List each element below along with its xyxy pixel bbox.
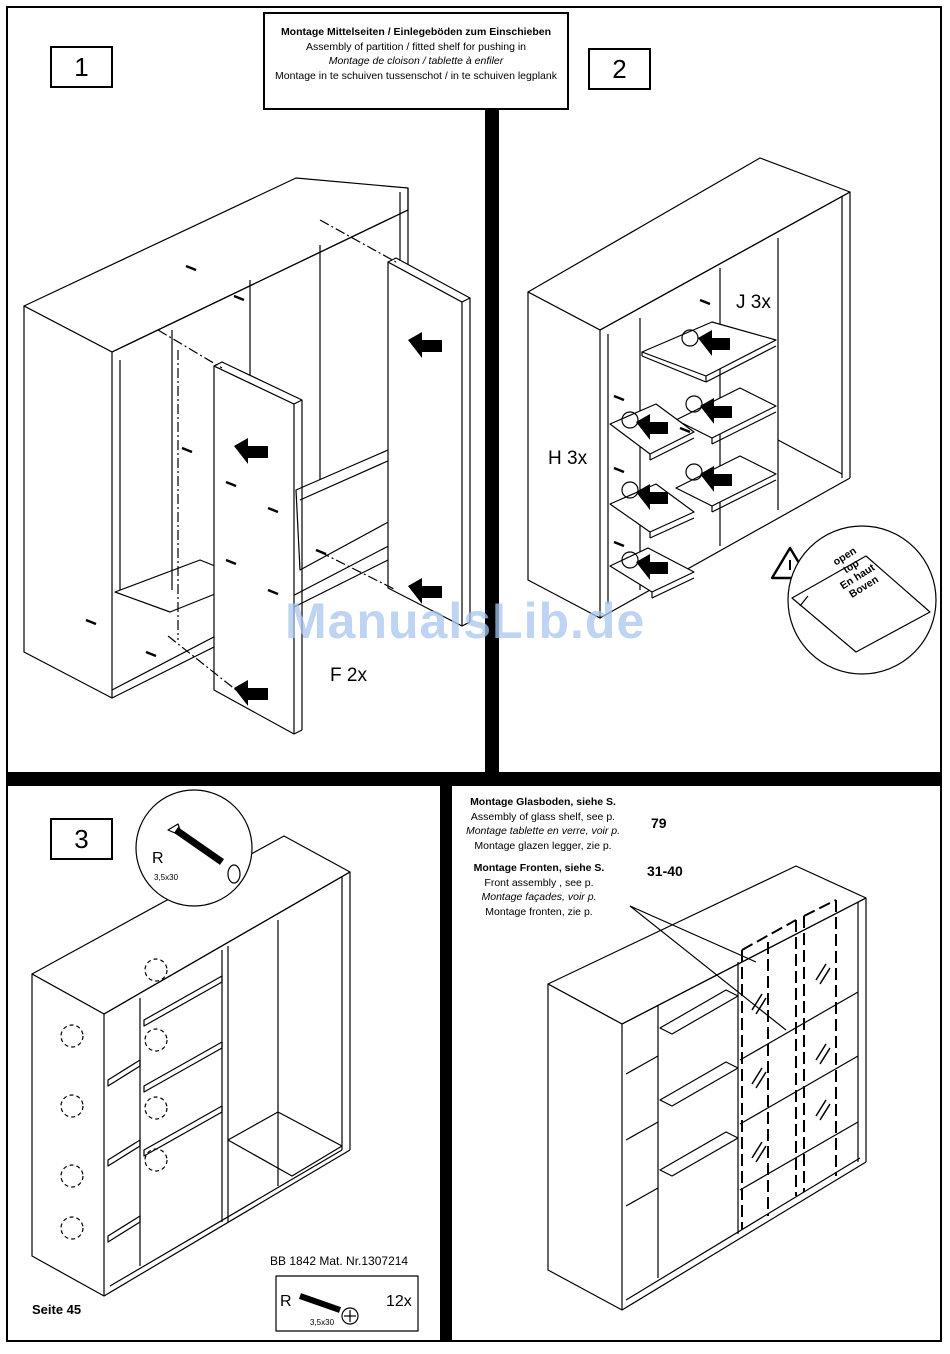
- screw-count: 12x: [386, 1293, 412, 1310]
- step4-wardrobe-drawing: [547, 865, 867, 1311]
- part-j-count: J 3x: [736, 292, 771, 313]
- glass-shelf-info: Montage Glasboden, siehe S. Assembly of …: [456, 795, 630, 853]
- glass-dutch: Montage glazen legger, zie p.: [474, 839, 612, 852]
- screw-size: 3,5x30: [154, 873, 179, 882]
- part-h-count: H 3x: [548, 448, 588, 469]
- divider-top-vertical: [485, 108, 499, 776]
- screw-type-letter-box: R: [280, 1293, 292, 1310]
- glass-page-ref: 79: [651, 815, 667, 831]
- title-french: Montage de cloison / tablette à enfiler: [328, 55, 504, 67]
- title-dutch: Montage in te schuiven tussenschot / in …: [275, 69, 557, 82]
- title-german: Montage Mittelseiten / Einlegeböden zum …: [280, 26, 552, 38]
- step3-wardrobe-drawing: [31, 789, 419, 1332]
- step2-wardrobe-drawing: [527, 157, 937, 675]
- divider-bottom-vertical: [440, 786, 452, 1342]
- divider-horizontal: [6, 772, 942, 786]
- step-number-2: 2: [588, 48, 651, 90]
- step-number-3: 3: [50, 818, 113, 860]
- material-number: BB 1842 Mat. Nr.1307214: [270, 1254, 409, 1268]
- front-title: Montage Fronten, siehe S.: [473, 862, 605, 874]
- front-dutch: Montage fronten, zie p.: [485, 905, 593, 918]
- glass-title: Montage Glasboden, siehe S.: [470, 796, 616, 808]
- glass-english: Assembly of glass shelf, see p.: [470, 810, 616, 823]
- front-english: Front assembly , see p.: [484, 876, 594, 889]
- page-frame: [6, 6, 942, 1342]
- front-assembly-info: Montage Fronten, siehe S. Front assembly…: [456, 861, 622, 919]
- front-french: Montage façades, voir p.: [481, 891, 597, 903]
- title-english: Assembly of partition / fitted shelf for…: [305, 40, 527, 53]
- step1-wardrobe-drawing: [23, 177, 471, 735]
- glass-french: Montage tablette en verre, voir p.: [465, 825, 621, 837]
- instruction-title-box: Montage Mittelseiten / Einlegeböden zum …: [263, 12, 569, 110]
- watermark-text: ManualsLib.de: [285, 593, 646, 649]
- step-number-1: 1: [50, 46, 113, 88]
- screw-type-letter: R: [152, 850, 164, 867]
- front-page-ref: 31-40: [647, 863, 683, 879]
- screw-size-box: 3,5x30: [310, 1318, 335, 1327]
- part-f-count: F 2x: [330, 665, 367, 686]
- page-number: Seite 45: [32, 1302, 82, 1317]
